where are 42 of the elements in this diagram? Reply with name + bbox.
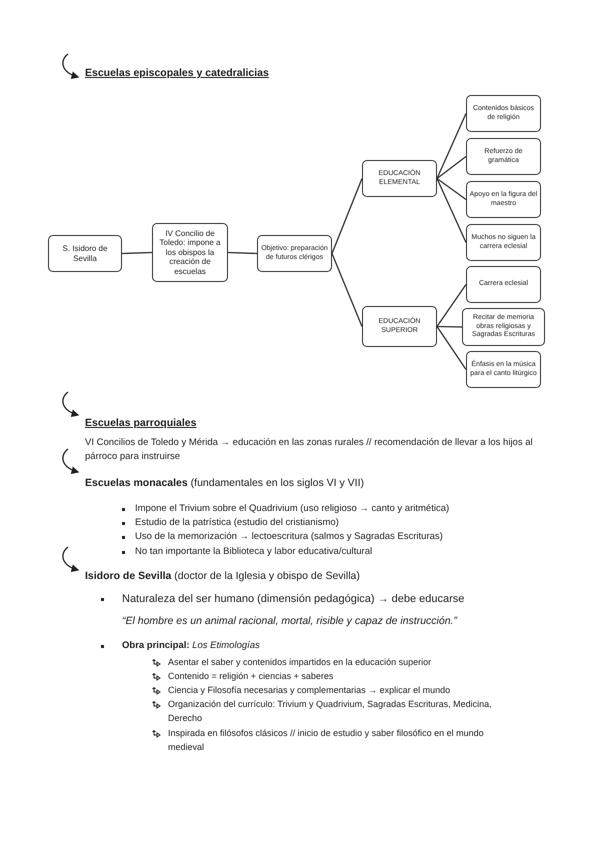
connector-line [436, 326, 467, 370]
text-box [466, 351, 541, 388]
text-box [466, 138, 541, 175]
text-box [362, 306, 437, 347]
bullet-text: Contenido = religión + ciencias + saberes [168, 670, 334, 683]
section-heading: Isidoro de Sevilla (doctor de la Iglesia y obispo de Sevilla) [85, 569, 361, 584]
text-box [466, 224, 541, 261]
quote-text: “El hombre es un animal racional, mortal, risible y capaz de instrucción.” [122, 614, 458, 629]
text-box [466, 181, 541, 218]
bullet-text: Organización del currículo: Trivium y Quadrivium, Sagradas Escrituras, Medicina, Derecho [168, 698, 493, 724]
connector-line [436, 284, 467, 327]
section-heading: Escuelas episcopales y catedralicias [85, 66, 270, 81]
bullet-text: Asentar el saber y contenidos impartidos en la educación superior [168, 656, 432, 669]
body-text: VI Concilios de Toledo y Mérida → educación en las zonas rurales // recomendación de llevar a los hijos al párroco para instruirse [85, 436, 534, 464]
text-box [466, 95, 541, 132]
text-box [257, 235, 332, 272]
bullet-text: Uso de la memorización → lectoescritura (salmos y Sagradas Escrituras) [135, 530, 444, 544]
connector-line [228, 252, 258, 254]
box-text: IV Concilio de Toledo: impone a los obispos la creación de escuelas [158, 228, 222, 276]
text-box [466, 266, 541, 303]
connector-line [436, 178, 467, 243]
connector-line [436, 326, 462, 328]
box-text: S. Isidoro de Sevilla [62, 244, 108, 264]
bullet-text: Inspirada en filósofos clásicos // inicio de estudio y saber filosófico en el mundo medieval [168, 727, 485, 754]
bullet-text: No tan importante la Biblioteca y labor educativa/cultural [135, 545, 374, 559]
text-box [362, 160, 437, 197]
bullet-text: Impone el Trivium sobre el Quadrivium (uso religioso → canto y aritmética) [135, 502, 450, 516]
connector-line [436, 156, 466, 180]
bullet-text: Ciencia y Filosofía necesarias y complementarias → explicar el mundo [168, 684, 452, 697]
bullet-text: Estudio de la patrística (estudio del cristianismo) [135, 516, 340, 530]
bullet-text: Obra principal: Los Etimologías [122, 639, 261, 653]
connector-line [122, 252, 152, 254]
section-heading: Escuelas parroquiales [85, 416, 198, 431]
text-box [462, 308, 545, 346]
text-box [152, 223, 228, 282]
connector-line [436, 113, 467, 179]
connector-line [436, 178, 466, 200]
connector-line [331, 253, 363, 327]
connector-line [331, 178, 363, 254]
section-heading: Escuelas monacales (fundamentales en los siglos VI y VII) [85, 476, 365, 491]
bullet-text: Naturaleza del ser humano (dimensión pedagógica) → debe educarse [122, 592, 466, 607]
text-box [48, 235, 122, 272]
